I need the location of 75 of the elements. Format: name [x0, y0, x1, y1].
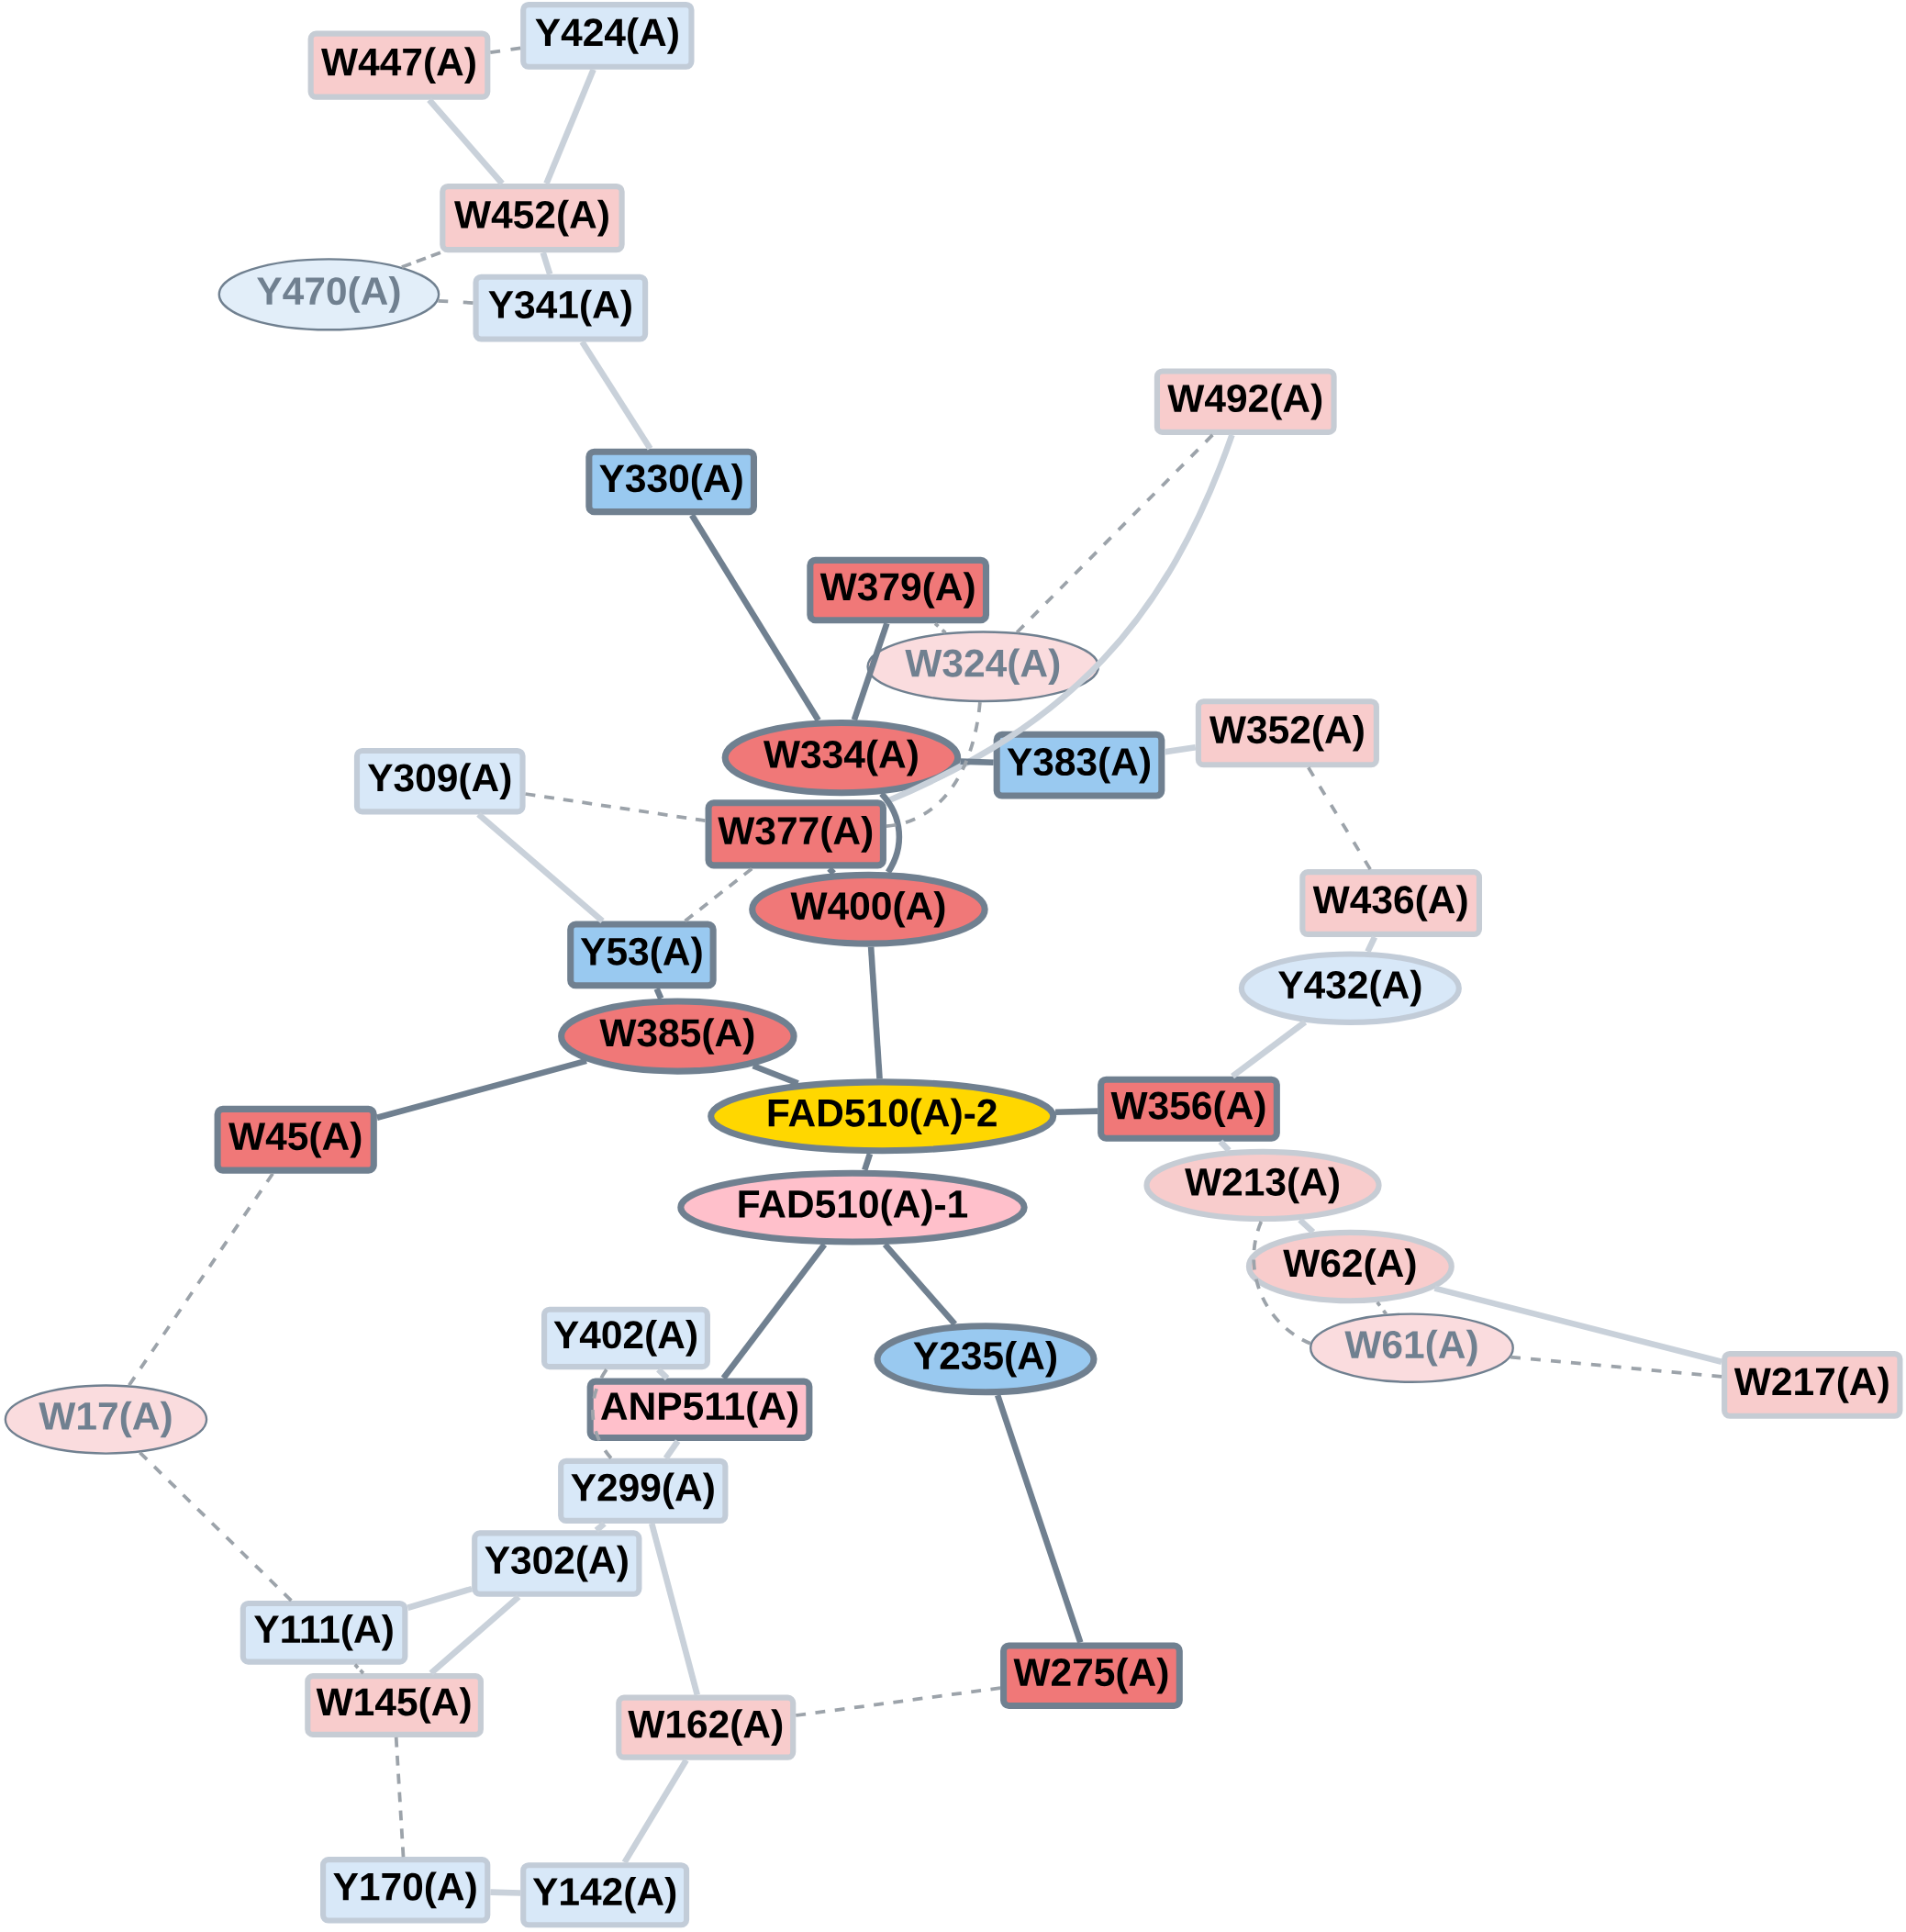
node-box: W352(A)	[1195, 698, 1380, 768]
connector-line	[579, 340, 653, 451]
node-box: W162(A)	[616, 1694, 797, 1760]
node-box: Y341(A)	[473, 274, 649, 342]
dashed-line	[1307, 766, 1372, 871]
connector-line	[429, 1594, 521, 1676]
dashed-line	[684, 866, 753, 922]
node-box: W275(A)	[1000, 1642, 1183, 1709]
connector-line	[656, 1367, 670, 1380]
node-box: Y302(A)	[472, 1530, 642, 1597]
connector-line	[862, 1153, 874, 1171]
dashed-line	[591, 1368, 613, 1459]
connector-line	[995, 1394, 1084, 1644]
connector-line	[427, 97, 505, 186]
connector-line	[653, 988, 664, 1000]
node-box: W492(A)	[1154, 368, 1337, 435]
dashed-line	[438, 298, 474, 305]
dashed-line	[394, 1737, 406, 1858]
node-box: Y53(A)	[567, 921, 717, 989]
dashed-line	[933, 621, 947, 634]
dashed-line	[139, 1451, 293, 1603]
node-box: Y402(A)	[541, 1306, 711, 1370]
dashed-line	[525, 792, 706, 823]
connector-line	[1055, 1108, 1098, 1116]
dashed-line	[1252, 1221, 1311, 1346]
dashed-line	[490, 46, 521, 54]
connector-line	[882, 1242, 958, 1326]
node-box: Y330(A)	[585, 448, 758, 516]
connector-line	[1164, 743, 1197, 755]
connector-line	[1433, 1285, 1722, 1365]
dashed-line	[1015, 433, 1214, 634]
node-box: Y309(A)	[354, 747, 526, 815]
node-box: W436(A)	[1299, 869, 1483, 937]
dashed-line	[1376, 1301, 1388, 1315]
connector-line	[752, 1063, 799, 1087]
node-box: Y299(A)	[558, 1457, 729, 1524]
connector-line	[476, 811, 605, 923]
connector-line	[879, 791, 903, 875]
connector-line	[663, 1439, 681, 1460]
node-box: W45(A)	[214, 1105, 377, 1174]
connector-line	[1231, 1019, 1308, 1079]
connector-line	[490, 1889, 521, 1896]
connector-line	[827, 866, 837, 876]
connector-line	[621, 1759, 689, 1864]
dashed-line	[1510, 1355, 1722, 1379]
connector-line	[407, 1585, 474, 1611]
connector-line	[376, 1057, 587, 1121]
node-box: W217(A)	[1722, 1351, 1903, 1419]
node-box: Y142(A)	[520, 1862, 690, 1928]
node-box: Y111(A)	[240, 1600, 408, 1665]
node-box: Y170(A)	[320, 1857, 491, 1924]
node-box: W452(A)	[440, 184, 625, 253]
node-box: W379(A)	[807, 556, 990, 624]
dashed-line	[401, 251, 441, 269]
dashed-line	[886, 701, 982, 829]
node-box: ANP511(A)	[586, 1378, 813, 1442]
connector-line	[867, 946, 883, 1079]
connector-line	[649, 1523, 701, 1696]
connector-line	[1298, 1217, 1316, 1234]
node-box: W145(A)	[305, 1673, 485, 1737]
connector-line	[1218, 1139, 1232, 1153]
connector-line	[689, 513, 821, 722]
connector-line	[1365, 935, 1378, 954]
connector-line	[851, 622, 890, 721]
node-box: Y424(A)	[520, 2, 695, 70]
node-box: W356(A)	[1098, 1076, 1280, 1142]
dashed-line	[353, 1663, 365, 1675]
node-box: W447(A)	[307, 30, 491, 100]
dashed-line	[796, 1686, 1001, 1717]
node-box: Y383(A)	[993, 731, 1165, 799]
connector-line	[543, 68, 596, 185]
node-box: W377(A)	[705, 799, 887, 869]
connector-line	[594, 1521, 607, 1533]
connector-line	[540, 251, 553, 275]
dashed-line	[128, 1172, 274, 1387]
